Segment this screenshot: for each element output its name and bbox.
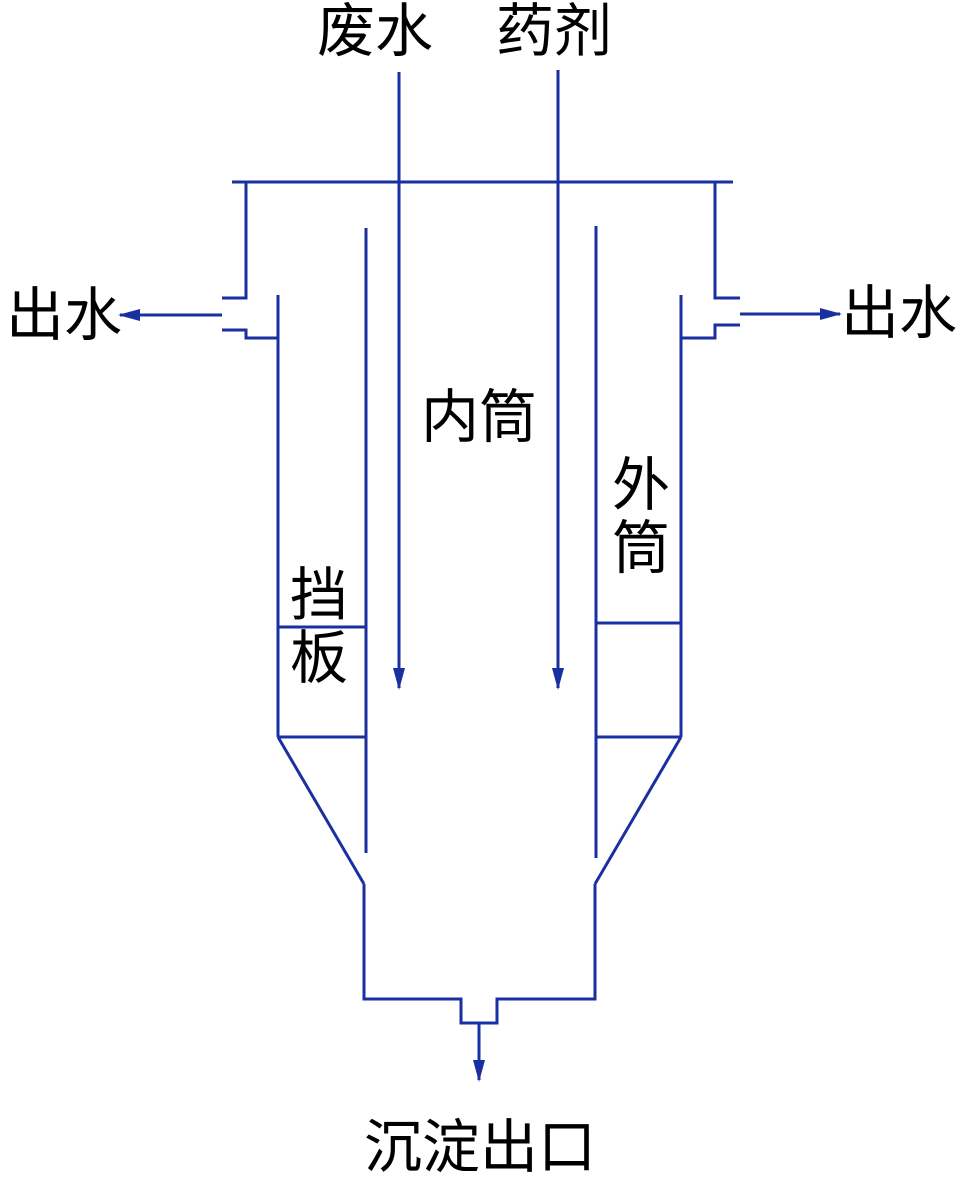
- outer-cylinder-label-char-1: 外: [612, 451, 671, 519]
- inner-cylinder-label: 内筒: [421, 383, 538, 451]
- right-outer-wall: [713, 182, 740, 300]
- left-cone-slope: [276, 736, 366, 885]
- left-outlet-nozzle: [222, 328, 278, 340]
- baffle-label: 挡 板: [290, 564, 348, 689]
- left-outer-wall: [222, 182, 248, 300]
- right-cone-slope: [593, 736, 683, 885]
- wastewater-label: 废水: [317, 0, 434, 65]
- left-outlet-label: 出水: [6, 281, 123, 349]
- chemical-label: 药剂: [496, 0, 613, 65]
- baffle-label-char-2: 板: [290, 623, 349, 692]
- sludge-hopper: [362, 884, 597, 1025]
- right-outlet-nozzle: [681, 323, 740, 340]
- outer-cylinder-label-char-2: 筒: [612, 513, 671, 582]
- baffle-label-char-1: 挡: [290, 561, 349, 629]
- right-outlet-label: 出水: [841, 279, 957, 347]
- sludge-outlet-label: 沉淀出口: [364, 1113, 597, 1181]
- outer-cylinder-label: 外 筒: [612, 454, 670, 579]
